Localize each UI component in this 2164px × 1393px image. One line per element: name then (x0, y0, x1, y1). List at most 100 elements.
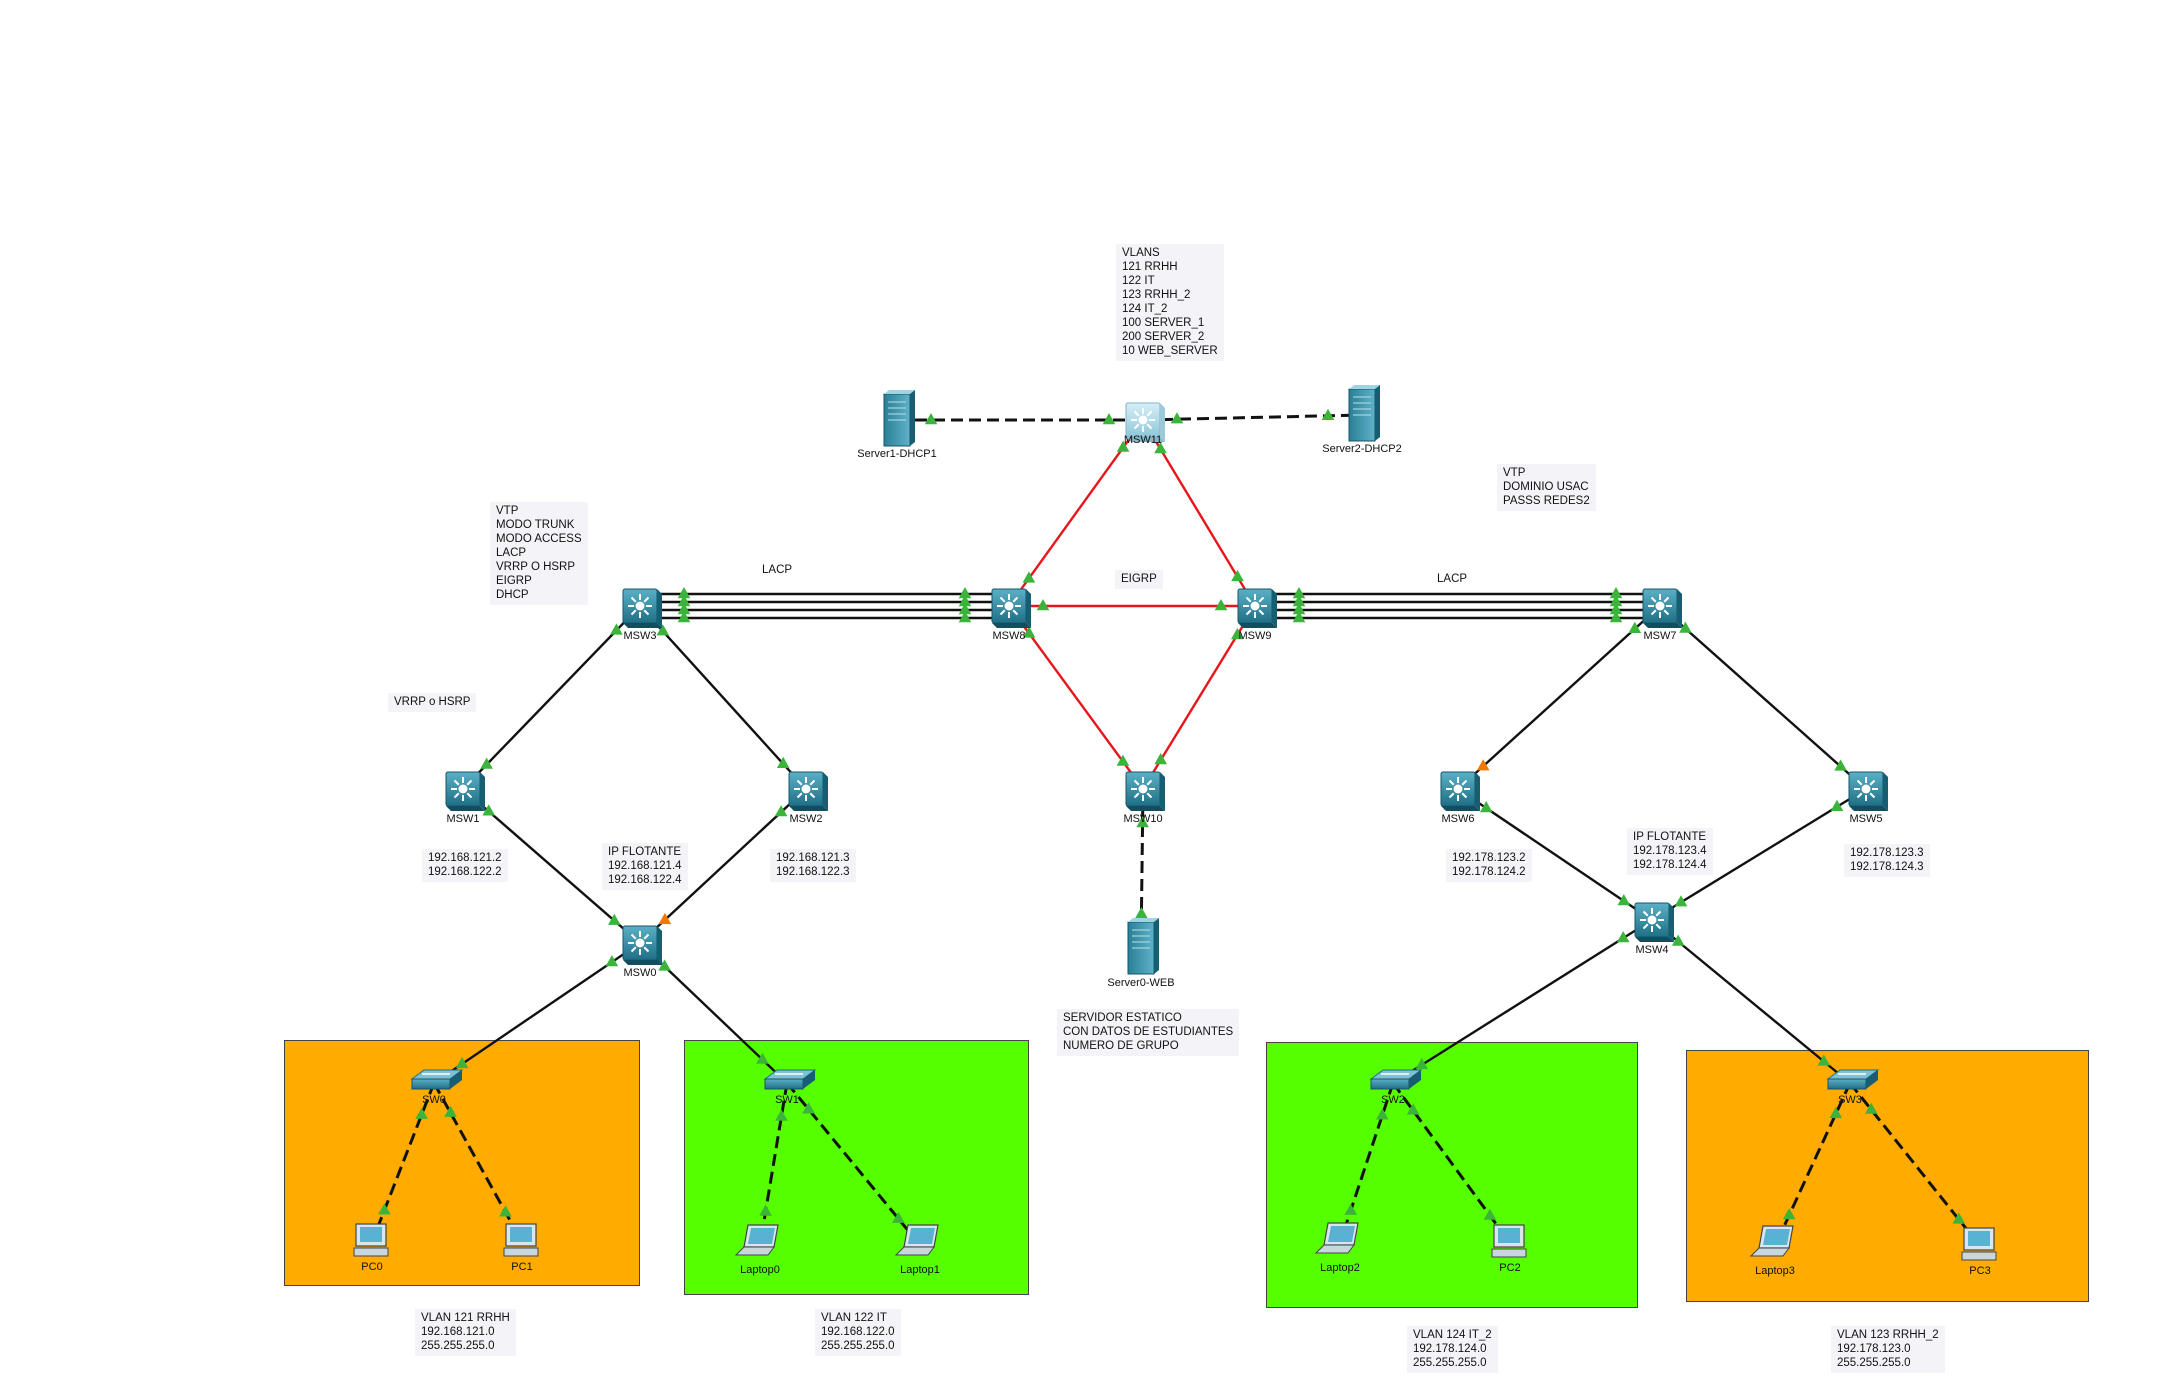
lacp-right-label: LACP (1437, 573, 1468, 585)
link-msw6-msw4 (1457, 788, 1653, 921)
link-msw3-msw2 (639, 605, 807, 790)
device-label-msw0: MSW0 (624, 967, 657, 979)
switch-sw3-icon[interactable] (1826, 1069, 1880, 1090)
links-layer (370, 408, 1982, 1247)
device-label-pc1: PC1 (511, 1261, 532, 1273)
link-msw5-msw4 (1651, 787, 1867, 922)
l3switch-msw0-icon[interactable] (622, 925, 662, 965)
device-label-msw4: MSW4 (1636, 944, 1669, 956)
link-server1-msw11 (897, 413, 1143, 425)
link-msw3-msw8 (640, 587, 1009, 623)
vlan123-area (1686, 1050, 2089, 1302)
device-label-server2: Server2-DHCP2 (1322, 443, 1401, 455)
link-msw11-msw9 (1141, 419, 1257, 607)
link-msw0-sw0 (433, 942, 641, 1084)
eigrp-label: EIGRP (1115, 570, 1163, 589)
l3switch-msw2-icon[interactable] (788, 771, 828, 811)
device-label-pc2: PC2 (1499, 1262, 1520, 1274)
l3switch-msw7-icon[interactable] (1642, 588, 1682, 628)
link-msw9-msw10 (1141, 605, 1257, 790)
l3switch-msw8-icon[interactable] (991, 588, 1031, 628)
l3switch-msw3-icon[interactable] (622, 588, 662, 628)
server-server1-icon[interactable] (883, 390, 915, 447)
server-server0-icon[interactable] (1127, 918, 1159, 975)
floating-ip-right-note: IP FLOTANTE 192.178.123.4 192.178.124.4 (1627, 828, 1713, 875)
device-label-server0: Server0-WEB (1107, 977, 1174, 989)
device-label-sw0: SW0 (422, 1094, 446, 1106)
device-label-pc0: PC0 (361, 1261, 382, 1273)
vlan121-area (284, 1040, 640, 1286)
laptop-laptop1-icon[interactable] (894, 1224, 939, 1256)
link-sw1-laptop0 (758, 1082, 789, 1246)
link-msw3-msw1 (462, 605, 641, 790)
pc-pc3-icon[interactable] (1961, 1227, 1997, 1261)
link-msw0-sw1 (639, 942, 788, 1084)
link-msw8-msw10 (1008, 605, 1144, 790)
laptop-laptop0-icon[interactable] (734, 1224, 779, 1256)
vtp-domain-note: VTP DOMINIO USAC PASSS REDES2 (1497, 464, 1596, 511)
device-label-laptop2: Laptop2 (1320, 1262, 1360, 1274)
pc-pc0-icon[interactable] (353, 1223, 389, 1257)
link-msw4-sw2 (1392, 918, 1653, 1085)
web-server-note: SERVIDOR ESTATICO CON DATOS DE ESTUDIANT… (1057, 1009, 1240, 1056)
vlan124-area (1266, 1042, 1638, 1308)
link-msw7-msw5 (1659, 605, 1867, 790)
l3switch-msw11-icon[interactable] (1125, 402, 1165, 442)
switch-sw0-icon[interactable] (410, 1069, 464, 1090)
device-label-msw2: MSW2 (790, 813, 823, 825)
device-label-laptop1: Laptop1 (900, 1264, 940, 1276)
l3switch-msw4-icon[interactable] (1634, 902, 1674, 942)
vrrp-hsrp-label: VRRP o HSRP (388, 693, 477, 712)
link-sw2-pc2 (1391, 1082, 1512, 1244)
server-server2-icon[interactable] (1348, 385, 1380, 442)
pc-pc1-icon[interactable] (503, 1223, 539, 1257)
device-label-msw5: MSW5 (1850, 813, 1883, 825)
link-msw11-msw8 (1008, 419, 1144, 607)
device-label-msw7: MSW7 (1644, 630, 1677, 642)
l3switch-msw10-icon[interactable] (1125, 771, 1165, 811)
msw6-ip-note: 192.178.123.2 192.178.124.2 (1446, 849, 1532, 882)
link-msw7-msw6 (1457, 605, 1661, 790)
floating-ip-left-note: IP FLOTANTE 192.168.121.4 192.168.122.4 (602, 843, 688, 890)
lacp-left-label: LACP (762, 564, 793, 576)
vlan121-note: VLAN 121 RRHH 192.168.121.0 255.255.255.… (415, 1309, 516, 1356)
link-sw1-laptop1 (785, 1082, 922, 1246)
pc-pc2-icon[interactable] (1491, 1224, 1527, 1258)
link-msw1-msw0 (462, 788, 641, 944)
device-label-laptop3: Laptop3 (1755, 1265, 1795, 1277)
switch-sw2-icon[interactable] (1369, 1069, 1423, 1090)
link-sw0-pc1 (432, 1082, 524, 1243)
link-sw3-pc3 (1848, 1082, 1982, 1247)
vtp-config-note: VTP MODO TRUNK MODO ACCESS LACP VRRP O H… (490, 502, 588, 605)
device-label-msw9: MSW9 (1239, 630, 1272, 642)
laptop-laptop2-icon[interactable] (1314, 1222, 1359, 1254)
device-label-sw3: SW3 (1838, 1094, 1862, 1106)
l3switch-msw5-icon[interactable] (1848, 771, 1888, 811)
link-msw4-sw3 (1651, 919, 1851, 1084)
l3switch-msw1-icon[interactable] (445, 771, 485, 811)
link-sw0-pc0 (370, 1082, 436, 1243)
device-label-sw2: SW2 (1381, 1094, 1405, 1106)
device-label-msw10: MSW10 (1123, 813, 1162, 825)
msw5-ip-note: 192.178.123.3 192.178.124.3 (1844, 844, 1930, 877)
msw1-ip-note: 192.168.121.2 192.168.122.2 (422, 849, 508, 882)
switch-sw1-icon[interactable] (763, 1069, 817, 1090)
vlan-list-note: VLANS 121 RRHH 122 IT 123 RRHH_2 124 IT_… (1116, 244, 1224, 361)
l3switch-msw6-icon[interactable] (1440, 771, 1480, 811)
link-msw9-msw7 (1255, 587, 1660, 623)
l3switch-msw9-icon[interactable] (1237, 588, 1277, 628)
device-label-laptop0: Laptop0 (740, 1264, 780, 1276)
device-label-pc3: PC3 (1969, 1265, 1990, 1277)
msw2-ip-note: 192.168.121.3 192.168.122.3 (770, 849, 856, 882)
link-msw11-server2 (1142, 408, 1363, 424)
device-label-msw8: MSW8 (993, 630, 1026, 642)
device-label-msw1: MSW1 (447, 813, 480, 825)
link-sw2-laptop2 (1338, 1082, 1395, 1244)
vlan122-note: VLAN 122 IT 192.168.122.0 255.255.255.0 (815, 1309, 901, 1356)
link-sw3-laptop3 (1773, 1082, 1852, 1247)
device-label-msw3: MSW3 (624, 630, 657, 642)
laptop-laptop3-icon[interactable] (1749, 1225, 1794, 1257)
link-msw8-msw9 (1009, 599, 1255, 611)
